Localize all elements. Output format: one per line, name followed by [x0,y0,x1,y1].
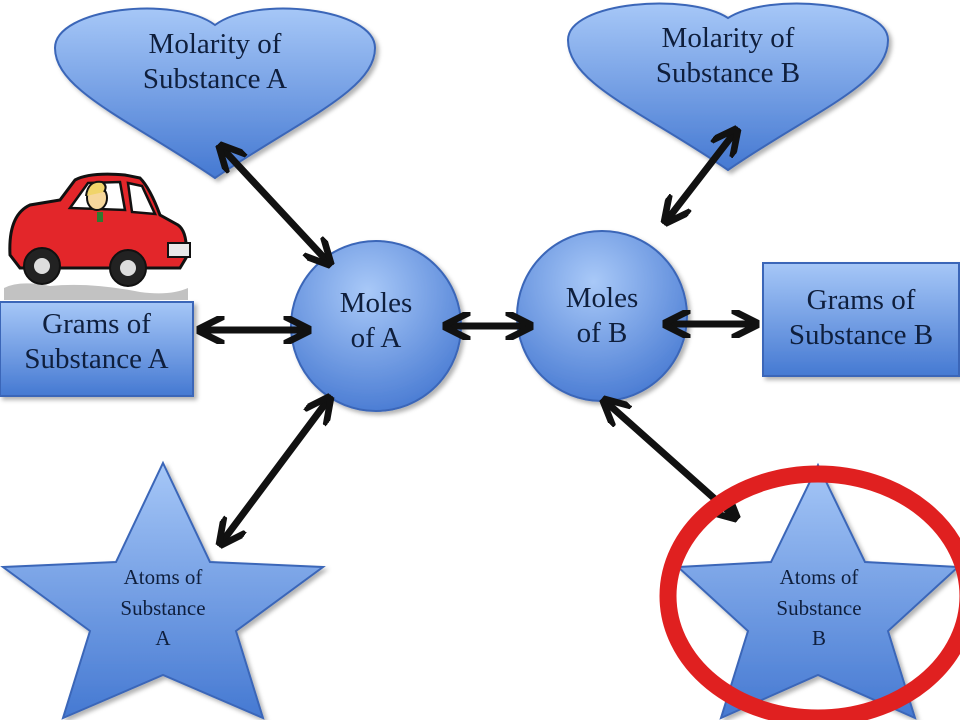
moles-a-label: Moles of A [339,286,413,354]
arrow-atoms-a-moles-a [222,400,328,542]
grams-b-shape [762,262,960,377]
grams-a-shape [0,301,194,397]
red-circle-highlight [659,465,960,720]
molarity-a-shape [53,7,377,180]
arrow-molarity-b-moles-b [667,132,735,220]
grams-a-label: Grams of Substance A [24,307,169,375]
molarity-b-shape [566,2,890,172]
moles-b-label: Moles of B [565,281,639,349]
molarity-b-label: Molarity of Substance B [655,21,801,89]
atoms-a-shape [0,460,326,720]
arrows [202,132,754,542]
atoms-a-label: Atoms of Substance A [120,565,206,651]
cartoon-car-icon [4,172,191,300]
atoms-b-shape [675,462,960,720]
grams-b-label: Grams of Substance B [788,283,934,351]
molarity-a-label: Molarity of Substance A [142,27,288,95]
atoms-b-label: Atoms of Substance B [776,565,862,651]
arrow-molarity-a-moles-a [222,148,328,262]
arrow-moles-b-atoms-b [606,402,734,516]
